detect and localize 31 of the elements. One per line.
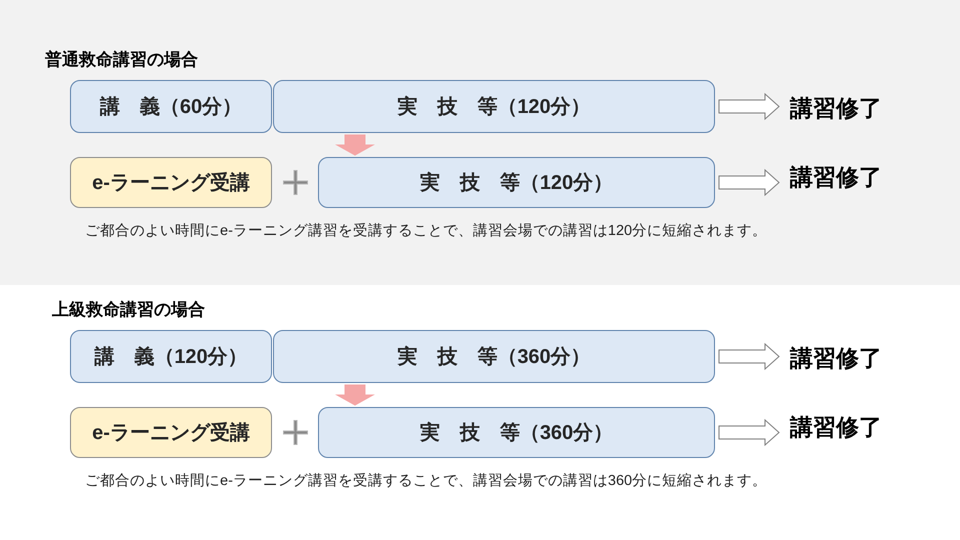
process-box	[318, 157, 715, 208]
completion-text: 講習修了	[782, 342, 912, 374]
note-text: ご都合のよい時間にe-ラーニング講習を受講することで、講習会場での講習は120分に短縮されます。	[85, 222, 768, 241]
block-arrow	[718, 92, 780, 120]
process-box	[273, 330, 715, 383]
completion-text: 講習修了	[782, 161, 912, 193]
step-label: 実 技 等（120分）	[397, 94, 591, 120]
process-box	[70, 330, 272, 383]
section-band	[0, 0, 960, 285]
completion-text: 講習修了	[782, 411, 912, 443]
section-heading: 普通救命講習の場合	[45, 49, 198, 71]
step-label: 実 技 等（120分）	[420, 170, 614, 196]
block-arrow	[335, 134, 375, 156]
elearning-box	[70, 157, 272, 208]
step-label: 実 技 等（360分）	[397, 344, 591, 370]
step-label: e-ラーニング受講	[92, 170, 250, 196]
block-arrow	[718, 418, 780, 446]
section-heading: 上級救命講習の場合	[52, 299, 205, 321]
note-text: ご都合のよい時間にe-ラーニング講習を受講することで、講習会場での講習は360分に短縮されます。	[85, 472, 768, 491]
step-label: 講 義（60分）	[100, 94, 242, 120]
process-box	[70, 80, 272, 133]
block-arrow	[718, 342, 780, 370]
block-arrow	[335, 384, 375, 406]
elearning-box	[70, 407, 272, 458]
step-label: 講 義（120分）	[94, 344, 248, 370]
process-box	[318, 407, 715, 458]
block-arrow	[718, 168, 780, 196]
process-box	[273, 80, 715, 133]
step-label: e-ラーニング受講	[92, 420, 250, 446]
step-label: 実 技 等（360分）	[420, 420, 614, 446]
completion-text: 講習修了	[782, 92, 912, 124]
